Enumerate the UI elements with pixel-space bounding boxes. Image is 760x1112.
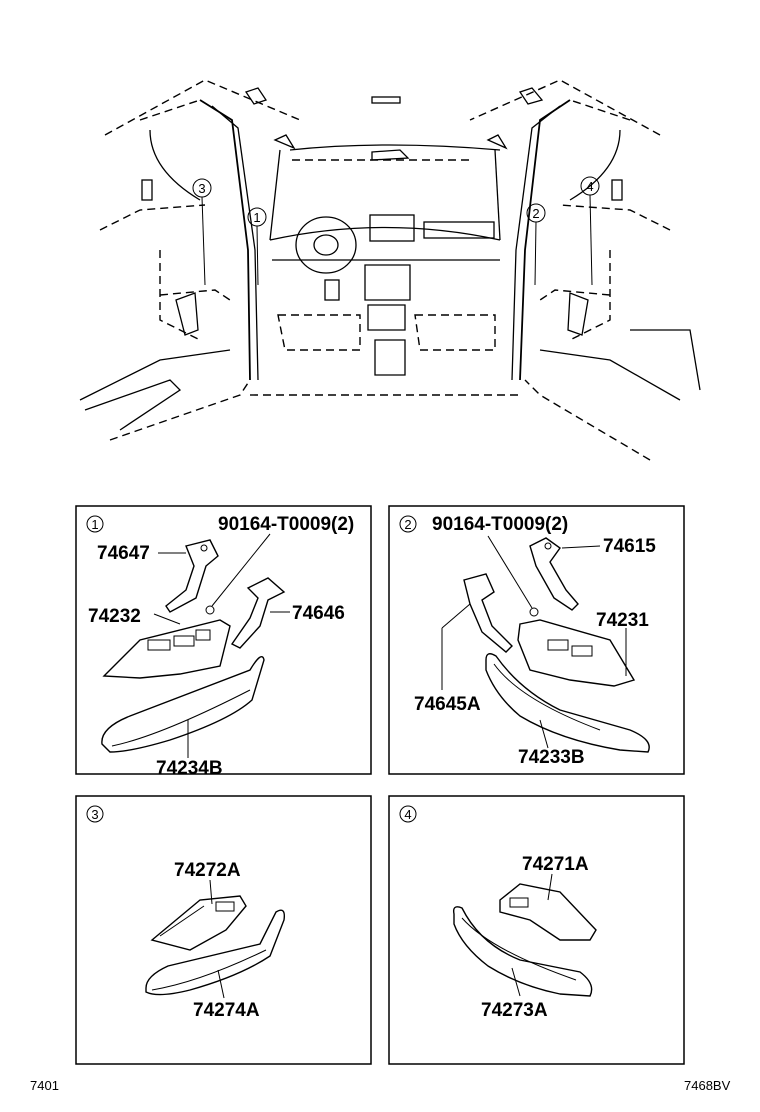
label-74234B: 74234B — [156, 758, 223, 779]
panel-1: 1 90164-T0009(2) 74647 74646 74232 74234… — [75, 505, 372, 779]
page-code: 7401 — [30, 1078, 59, 1093]
label-74233B: 74233B — [518, 747, 585, 768]
panel-3: 3 74272A 74274A — [75, 795, 372, 1065]
svg-text:2: 2 — [532, 206, 539, 221]
svg-text:4: 4 — [586, 179, 593, 194]
panel-2-callout: 2 — [404, 517, 411, 532]
panel-3-callout: 3 — [91, 807, 98, 822]
panel-2: 2 90164-T0009(2) 74615 74231 74645A 7423… — [388, 505, 685, 775]
label-74271A: 74271A — [522, 854, 589, 875]
panel-4-callout: 4 — [404, 807, 411, 822]
label-74274A: 74274A — [193, 1000, 260, 1021]
label-74615: 74615 — [603, 536, 656, 557]
svg-text:1: 1 — [253, 210, 260, 225]
figure-code: 7468BV — [684, 1078, 731, 1093]
vehicle-interior-overview: 3 1 2 4 — [79, 79, 701, 461]
callout-3-marker: 3 — [192, 178, 212, 286]
label-74231: 74231 — [596, 610, 649, 631]
callout-4-marker: 4 — [580, 176, 600, 286]
label-90164-T0009-2: 90164-T0009(2) — [432, 514, 568, 535]
callout-1-marker: 1 — [247, 207, 267, 286]
label-74645A: 74645A — [414, 694, 481, 715]
label-74647: 74647 — [97, 543, 150, 564]
panel-1-callout: 1 — [91, 517, 98, 532]
svg-text:3: 3 — [198, 181, 205, 196]
callout-2-marker: 2 — [526, 203, 546, 286]
panel-4: 4 74271A 74273A — [388, 795, 685, 1065]
label-90164-T0009-1: 90164-T0009(2) — [218, 514, 354, 535]
label-74272A: 74272A — [174, 860, 241, 881]
label-74646: 74646 — [292, 603, 345, 624]
label-74232: 74232 — [88, 606, 141, 627]
label-74273A: 74273A — [481, 1000, 548, 1021]
